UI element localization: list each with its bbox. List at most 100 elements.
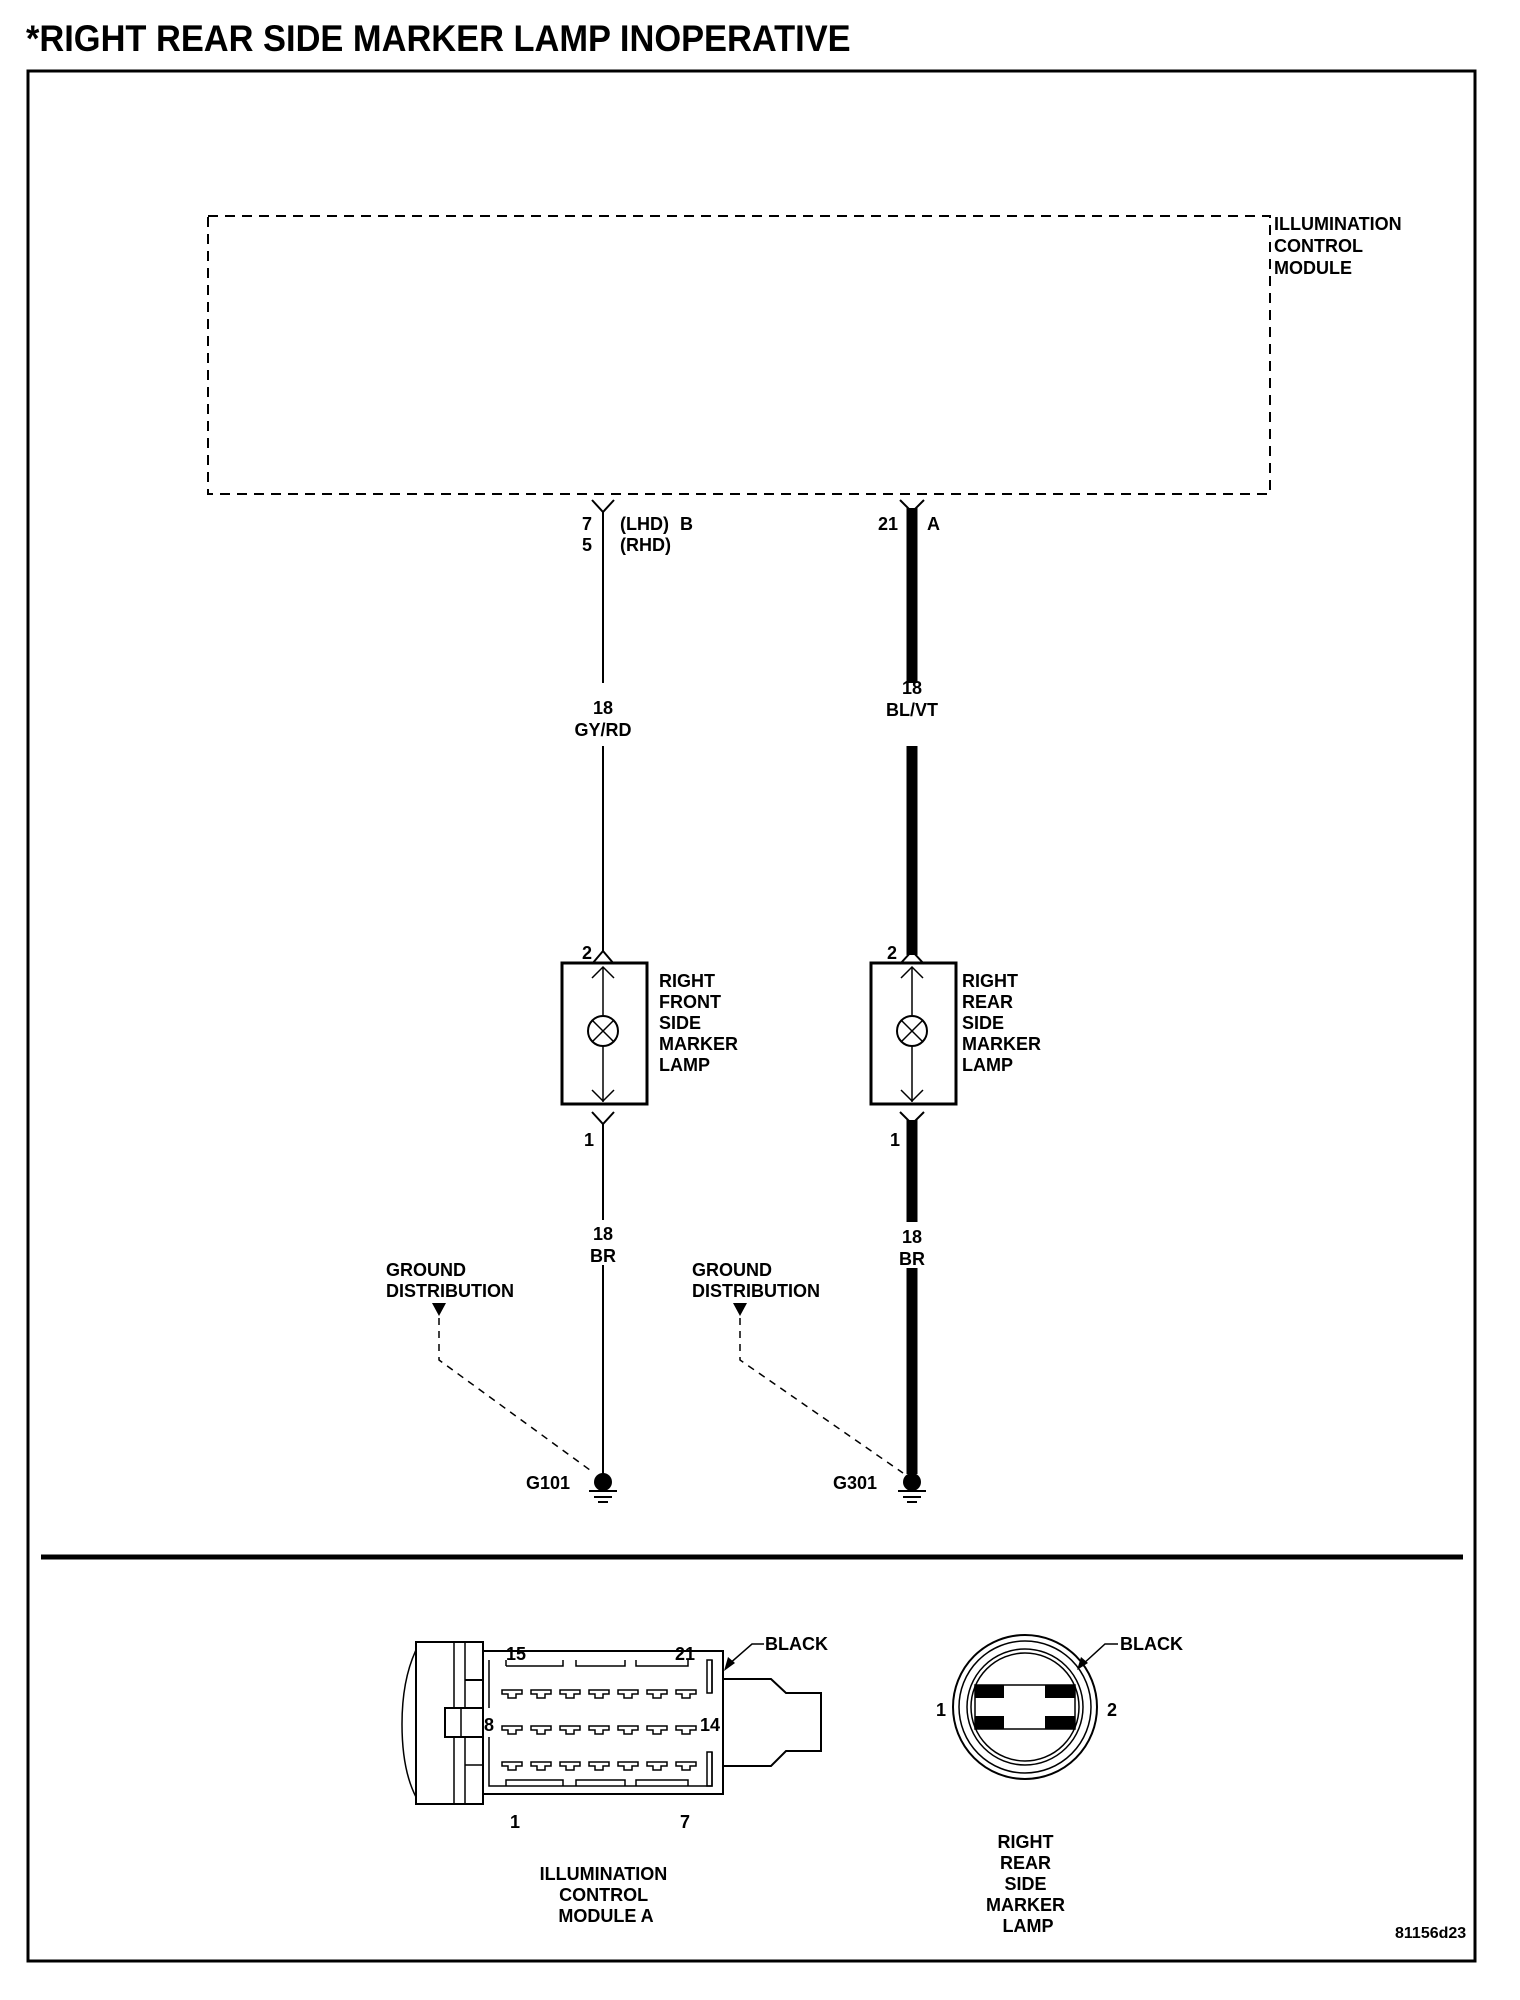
- lamp-label-line: RIGHT: [962, 971, 1018, 991]
- wire-gauge: 18: [593, 698, 613, 718]
- caption-line: ILLUMINATION: [540, 1864, 668, 1884]
- terminal-cavities: [501, 1689, 697, 1771]
- outer-frame: [26, 69, 1477, 1963]
- lamp-body[interactable]: [869, 961, 958, 1106]
- lamp-pin-bottom: 1: [890, 1130, 900, 1150]
- lamp-bulb-icon: [896, 1015, 928, 1047]
- figure-id: 81156d23: [1395, 1925, 1466, 1942]
- module-pin-note: (RHD): [620, 535, 671, 555]
- wire-gauge: 18: [902, 1227, 922, 1247]
- module-connector-id: B: [680, 514, 693, 534]
- connector-face: [401, 1649, 417, 1798]
- terminal-cavity: [646, 1761, 668, 1771]
- caption-line: CONTROL: [559, 1885, 648, 1905]
- ground-distribution-arrow-icon[interactable]: [733, 1303, 747, 1316]
- pin-label: 2: [1107, 1700, 1117, 1720]
- terminal-cavity: [530, 1761, 552, 1771]
- terminal-cavity: [530, 1725, 552, 1735]
- ground-distribution-line: DISTRIBUTION: [386, 1281, 514, 1301]
- callout-arrow: [1081, 1643, 1118, 1666]
- lamp-connector-view: 1 2 BLACK RIGHT REAR SIDE MARKER LAMP: [936, 1634, 1183, 1936]
- pin-label: 15: [506, 1644, 526, 1664]
- ground-splice-dot: [594, 1473, 612, 1491]
- pin-label: 7: [680, 1812, 690, 1832]
- module-label: ILLUMINATION CONTROL MODULE: [1274, 214, 1407, 278]
- lamp-label: RIGHT FRONT SIDE MARKER LAMP: [659, 971, 743, 1075]
- pin-label: 8: [484, 1715, 494, 1735]
- module-pin-number: 7: [582, 514, 592, 534]
- connector-caption: RIGHT REAR SIDE MARKER LAMP: [986, 1832, 1070, 1936]
- module-label-line: CONTROL: [1274, 236, 1363, 256]
- ground-icon: [898, 1490, 926, 1503]
- wire-color: BR: [590, 1246, 616, 1266]
- lamp-arrow-bottom: [900, 1089, 924, 1103]
- terminal-cavity: [588, 1689, 610, 1699]
- ground-icon: [589, 1490, 617, 1503]
- lamp-body[interactable]: [560, 961, 649, 1106]
- lamp-pin-bottom: 1: [584, 1130, 594, 1150]
- lamp-label-line: MARKER: [659, 1034, 738, 1054]
- connector-color-callout: BLACK: [1120, 1634, 1183, 1654]
- lamp-pin-top: 2: [887, 943, 897, 963]
- terminal-cavity: [501, 1725, 523, 1735]
- ground-id: G101: [526, 1473, 570, 1493]
- terminal-cavity: [559, 1725, 581, 1735]
- ground-distribution-line: GROUND: [386, 1260, 466, 1280]
- terminal-cavity: [559, 1689, 581, 1699]
- connector-pin-symbol: [591, 499, 615, 514]
- lamp-label-line: RIGHT: [659, 971, 715, 991]
- pin-label: 1: [936, 1700, 946, 1720]
- lamp-pin-top: 2: [582, 943, 592, 963]
- lamp-terminal-pad: [1045, 1685, 1075, 1698]
- lamp-label-line: REAR: [962, 992, 1013, 1012]
- caption-line: RIGHT: [997, 1832, 1053, 1852]
- lamp-terminal-pad: [975, 1716, 1004, 1729]
- module-label-line: ILLUMINATION: [1274, 214, 1402, 234]
- terminal-cavity: [617, 1725, 639, 1735]
- lamp-label-line: FRONT: [659, 992, 721, 1012]
- lamp-label-line: LAMP: [659, 1055, 710, 1075]
- callout-arrow: [727, 1643, 764, 1666]
- caption-line: MODULE A: [558, 1906, 653, 1926]
- pin-label: 14: [700, 1715, 720, 1735]
- caption-line: SIDE: [1004, 1874, 1046, 1894]
- lamp-arrow-bottom: [591, 1089, 615, 1103]
- ground-id: G301: [833, 1473, 877, 1493]
- terminal-cavity: [675, 1725, 697, 1735]
- connector-tail: [723, 1678, 822, 1767]
- terminal-cavity: [646, 1725, 668, 1735]
- ground-distribution-label: GROUND DISTRIBUTION: [386, 1260, 514, 1301]
- caption-line: MARKER: [986, 1895, 1065, 1915]
- connector-body: [483, 1650, 724, 1795]
- terminal-cavity: [646, 1689, 668, 1699]
- module-pin-note: (LHD): [620, 514, 669, 534]
- ground-distribution-label: GROUND DISTRIBUTION: [692, 1260, 820, 1301]
- connector-color-callout: BLACK: [765, 1634, 828, 1654]
- ground-distribution-line: DISTRIBUTION: [692, 1281, 820, 1301]
- terminal-cavity: [675, 1761, 697, 1771]
- lamp-label-line: SIDE: [659, 1013, 701, 1033]
- lamp-label: RIGHT REAR SIDE MARKER LAMP: [962, 971, 1046, 1075]
- ground-distribution-arrow-icon[interactable]: [432, 1303, 446, 1316]
- connector-pin-symbol: [591, 1111, 615, 1126]
- lamp-label-line: MARKER: [962, 1034, 1041, 1054]
- caption-line: REAR: [1000, 1853, 1051, 1873]
- connector-latch: [444, 1707, 484, 1738]
- wire-color: BL/VT: [886, 700, 938, 720]
- terminal-cavity: [530, 1689, 552, 1699]
- terminal-cavity: [617, 1761, 639, 1771]
- terminal-cavity: [588, 1761, 610, 1771]
- terminal-cavity: [501, 1689, 523, 1699]
- lamp-label-line: LAMP: [962, 1055, 1013, 1075]
- lamp-label-line: SIDE: [962, 1013, 1004, 1033]
- pin-label: 1: [510, 1812, 520, 1832]
- page-title: *RIGHT REAR SIDE MARKER LAMP INOPERATIVE: [26, 18, 851, 59]
- ground-splice-dot: [903, 1473, 921, 1491]
- ground-distribution-link: [438, 1318, 595, 1474]
- ground-distribution-link: [739, 1318, 904, 1474]
- module-pin-number: 5: [582, 535, 592, 555]
- terminal-cavity: [559, 1761, 581, 1771]
- icm-connector-view: 15 21 8 14 1 7 BLACK ILLUMINATION CONTRO…: [401, 1634, 828, 1926]
- lamp-terminal-pad: [1045, 1716, 1075, 1729]
- terminal-slots-top: [505, 1660, 689, 1667]
